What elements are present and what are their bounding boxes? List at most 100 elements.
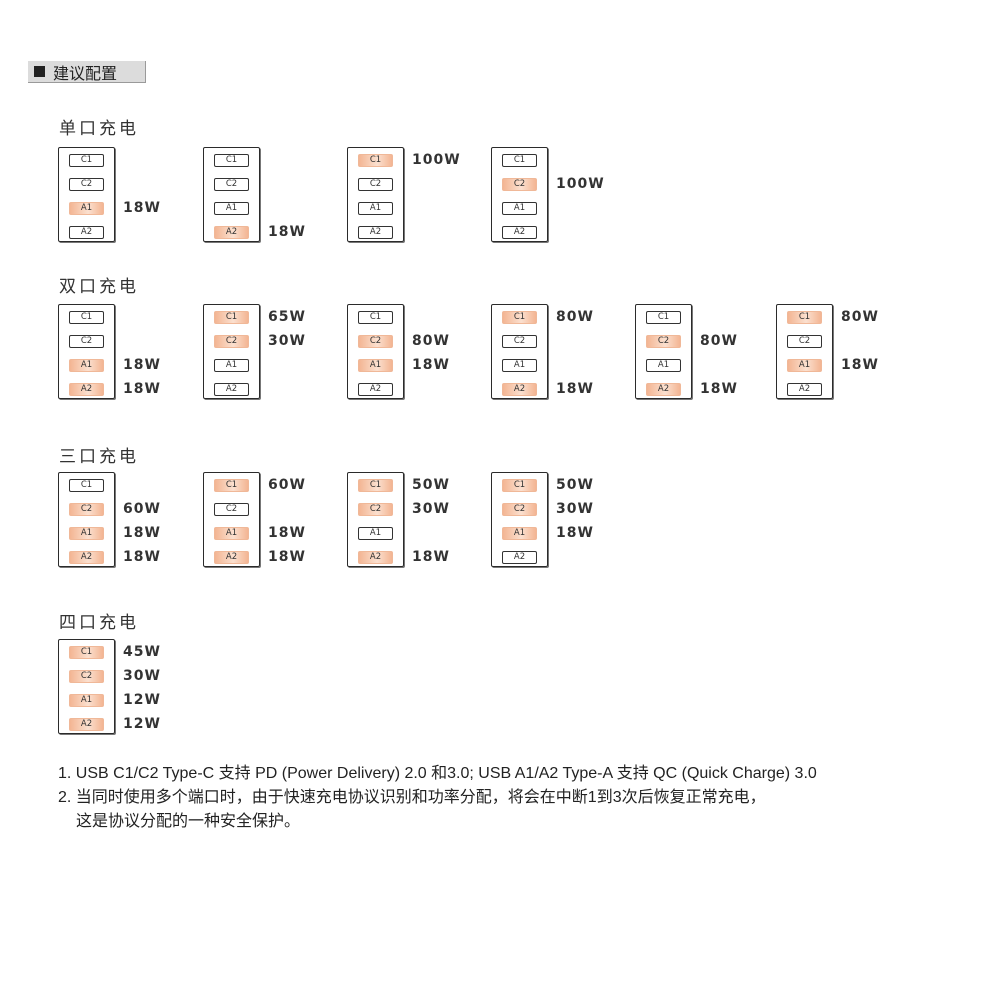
port-a2: A2 — [358, 551, 393, 564]
port-c2: C2 — [358, 503, 393, 516]
port-c1: C1 — [214, 311, 249, 324]
port-c1: C1 — [214, 154, 249, 167]
port-c2: C2 — [787, 335, 822, 348]
port-c2: C2 — [214, 503, 249, 516]
port-c1: C1 — [787, 311, 822, 324]
port-a1: A1 — [358, 527, 393, 540]
wattage-label: 80W — [841, 309, 879, 325]
wattage-label: 18W — [268, 525, 306, 541]
section-title: 三口充电 — [59, 447, 139, 467]
wattage-label: 12W — [123, 716, 161, 732]
note-2-continuation: 这是协议分配的一种安全保护。 — [76, 813, 301, 830]
section-title: 双口充电 — [59, 277, 139, 297]
wattage-label: 100W — [412, 152, 461, 168]
wattage-label: 18W — [268, 549, 306, 565]
port-c1: C1 — [69, 311, 104, 324]
section-title: 单口充电 — [59, 119, 139, 139]
port-a2: A2 — [787, 383, 822, 396]
port-c2: C2 — [646, 335, 681, 348]
wattage-label: 80W — [412, 333, 450, 349]
wattage-label: 80W — [556, 309, 594, 325]
port-a2: A2 — [69, 551, 104, 564]
wattage-label: 18W — [123, 381, 161, 397]
port-a1: A1 — [502, 359, 537, 372]
port-a1: A1 — [502, 527, 537, 540]
port-c2: C2 — [502, 503, 537, 516]
notes: 1. USB C1/C2 Type-C 支持 PD (Power Deliver… — [58, 762, 978, 834]
wattage-label: 18W — [123, 525, 161, 541]
port-c1: C1 — [69, 646, 104, 659]
port-a1: A1 — [502, 202, 537, 215]
wattage-label: 18W — [123, 549, 161, 565]
port-c1: C1 — [358, 311, 393, 324]
port-c2: C2 — [214, 178, 249, 191]
port-a1: A1 — [214, 202, 249, 215]
port-a1: A1 — [358, 202, 393, 215]
wattage-label: 18W — [700, 381, 738, 397]
wattage-label: 60W — [268, 477, 306, 493]
wattage-label: 50W — [412, 477, 450, 493]
port-a2: A2 — [214, 551, 249, 564]
port-c2: C2 — [502, 178, 537, 191]
wattage-label: 100W — [556, 176, 605, 192]
port-c1: C1 — [502, 311, 537, 324]
section-header: 建议配置 — [28, 61, 146, 83]
port-a1: A1 — [646, 359, 681, 372]
wattage-label: 18W — [556, 381, 594, 397]
port-a1: A1 — [69, 694, 104, 707]
port-c2: C2 — [69, 503, 104, 516]
section-header-label: 建议配置 — [53, 63, 118, 83]
port-a1: A1 — [358, 359, 393, 372]
port-a1: A1 — [214, 527, 249, 540]
note-1: 1. USB C1/C2 Type-C 支持 PD (Power Deliver… — [58, 765, 817, 782]
port-a1: A1 — [69, 527, 104, 540]
port-a1: A1 — [69, 202, 104, 215]
port-a2: A2 — [69, 718, 104, 731]
port-a1: A1 — [787, 359, 822, 372]
port-a2: A2 — [502, 383, 537, 396]
port-c1: C1 — [646, 311, 681, 324]
wattage-label: 30W — [556, 501, 594, 517]
wattage-label: 18W — [556, 525, 594, 541]
wattage-label: 30W — [123, 668, 161, 684]
wattage-label: 18W — [841, 357, 879, 373]
port-c2: C2 — [69, 178, 104, 191]
wattage-label: 18W — [268, 224, 306, 240]
port-a2: A2 — [502, 226, 537, 239]
port-c1: C1 — [69, 479, 104, 492]
wattage-label: 65W — [268, 309, 306, 325]
port-a1: A1 — [214, 359, 249, 372]
port-c2: C2 — [358, 178, 393, 191]
wattage-label: 18W — [412, 549, 450, 565]
port-c2: C2 — [358, 335, 393, 348]
wattage-label: 60W — [123, 501, 161, 517]
wattage-label: 50W — [556, 477, 594, 493]
wattage-label: 80W — [700, 333, 738, 349]
port-a1: A1 — [69, 359, 104, 372]
wattage-label: 12W — [123, 692, 161, 708]
port-c1: C1 — [502, 154, 537, 167]
port-c1: C1 — [69, 154, 104, 167]
